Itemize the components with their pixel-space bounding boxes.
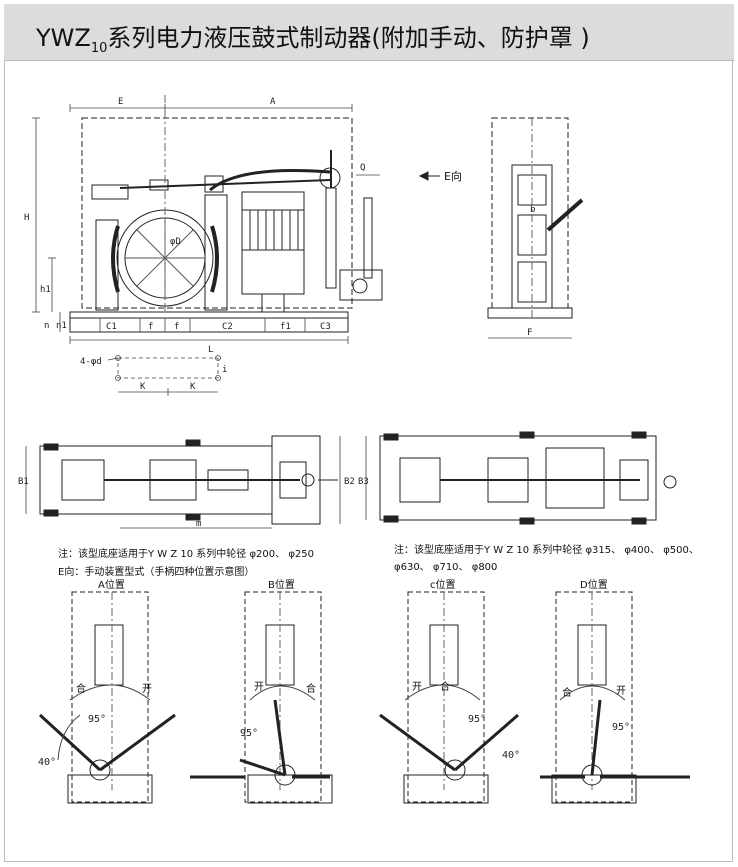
dim-k1: K: [140, 382, 146, 392]
manual-handle: [363, 197, 373, 279]
position-b-label: B位置: [268, 578, 295, 591]
position-b-close: 合: [306, 682, 316, 695]
dim-c2: C2: [222, 322, 233, 332]
dim-i: i: [222, 365, 227, 375]
side-view: [487, 117, 584, 339]
title-rest: 系列电力液压鼓式制动器(附加手动、防护罩 ): [107, 24, 590, 52]
left-arm: [95, 219, 119, 311]
dim-n: n: [44, 321, 49, 331]
note-small-base: 注：该型底座适用于Y W Z 10 系列中轮径 φ200、 φ250: [58, 549, 315, 560]
dim-h: H: [24, 213, 29, 223]
title-main: YWZ: [36, 24, 91, 52]
title-subscript: 10: [90, 40, 108, 56]
position-b-angle1: 95°: [240, 728, 258, 739]
dim-h1: h1: [40, 285, 51, 295]
dim-c1: C1: [106, 322, 117, 332]
dim-b2: B2: [344, 477, 355, 487]
position-c-open: 开: [412, 682, 422, 693]
spring-column: [325, 187, 337, 289]
dim-a: A: [270, 97, 276, 107]
position-a-angle1: 95°: [88, 714, 106, 725]
dim-n1: n1: [56, 321, 67, 331]
dim-f-left: f: [148, 322, 153, 332]
position-d-open: 开: [616, 686, 626, 697]
position-c-label: c位置: [430, 578, 456, 591]
position-b-open: 开: [254, 682, 264, 693]
position-a-angle2: 40°: [38, 757, 56, 768]
position-d-close: 合: [562, 686, 572, 699]
pull-rod: [119, 179, 331, 189]
dim-b3: B3: [358, 477, 369, 487]
dim-phi-d: φD: [170, 237, 181, 247]
position-a-close: 合: [76, 682, 86, 695]
title-bar: YWZ10系列电力液压鼓式制动器(附加手动、防护罩 ): [4, 4, 734, 61]
position-a-diagram: [38, 591, 176, 804]
note-large-base-line2: φ630、 φ710、 φ800: [394, 562, 498, 573]
position-d-label: D位置: [580, 578, 608, 591]
dim-f-side: F: [527, 328, 532, 338]
hydraulic-thruster: [241, 191, 305, 295]
right-brake-shoe: [210, 225, 219, 293]
top-left-link: [91, 184, 129, 200]
dim-b-side: b: [530, 205, 535, 215]
front-view: [32, 95, 440, 344]
note-large-base-line1: 注：该型底座适用于Y W Z 10 系列中轮径 φ315、 φ400、 φ500…: [394, 545, 699, 556]
dim-l: L: [208, 345, 213, 355]
dim-b1: B1: [18, 477, 29, 487]
cover-outline: [81, 117, 353, 309]
base-plate: [69, 311, 349, 333]
dim-e: E: [118, 97, 123, 107]
position-d-angle1: 95°: [612, 722, 630, 733]
page-title: YWZ10系列电力液压鼓式制动器(附加手动、防护罩 ): [36, 18, 590, 56]
plan-view-large: [365, 431, 677, 525]
dim-f-right: f: [174, 322, 179, 332]
plan-large-base: [379, 435, 657, 521]
position-b-diagram: [190, 591, 333, 804]
position-a-open: 开: [142, 684, 152, 695]
dim-q: Q: [360, 163, 365, 173]
position-c-close: 合: [440, 680, 450, 693]
left-brake-shoe: [111, 225, 120, 293]
dim-m: m: [196, 519, 201, 529]
position-c-diagram: [379, 591, 519, 804]
drawing-frame: [4, 60, 733, 862]
dim-hole: 4-φd: [80, 357, 102, 367]
dim-c3: C3: [320, 322, 331, 332]
dim-k2: K: [190, 382, 196, 392]
dim-f1: f1: [280, 322, 291, 332]
position-d-diagram: [540, 591, 690, 804]
hole-pattern: [107, 355, 221, 396]
e-direction-label: E向: [444, 169, 462, 183]
plan-view-small: [25, 435, 341, 529]
side-base: [487, 307, 573, 319]
note-e-view: E向：手动装置型式（手柄四种位置示意图）: [58, 567, 255, 578]
position-a-label: A位置: [98, 578, 125, 591]
position-c-angle2: 40°: [502, 750, 520, 761]
position-c-angle1: 95°: [468, 714, 486, 725]
